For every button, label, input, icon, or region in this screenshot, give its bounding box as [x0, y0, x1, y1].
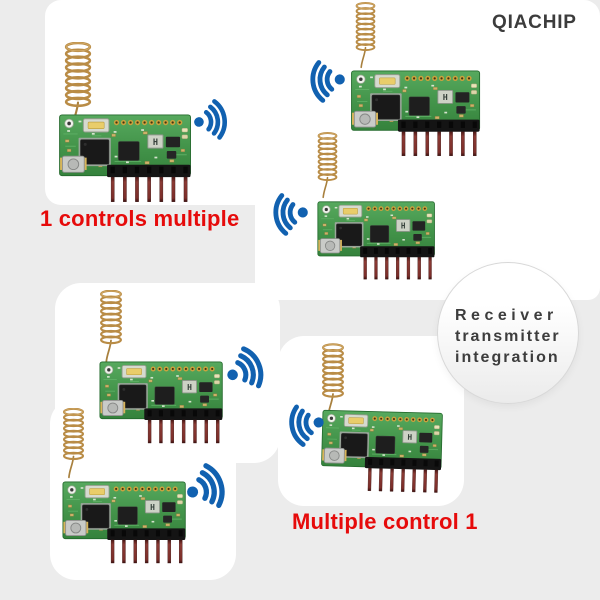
- wifi-signal-icon: [301, 57, 349, 105]
- headline-one-controls-multiple: 1 controls multiple: [40, 206, 240, 231]
- rf-module-board: [62, 481, 186, 564]
- badge-line-2: transmitter: [455, 328, 561, 345]
- headline-multiple-control-one: Multiple control 1: [292, 509, 478, 534]
- rf-module-antenna: [100, 290, 122, 364]
- rf-module-board: [320, 409, 443, 494]
- badge-line-3: integration: [455, 349, 560, 366]
- rf-module-board: [99, 361, 223, 444]
- wifi-signal-icon: [189, 96, 236, 143]
- integration-badge: Receiver transmitter integration: [437, 262, 579, 404]
- rf-module-board: [317, 201, 435, 280]
- rf-module-antenna: [62, 408, 85, 479]
- badge-line-1: Receiver: [455, 307, 558, 324]
- rf-module-board: [59, 114, 191, 203]
- wifi-signal-icon: [279, 400, 330, 451]
- wifi-signal-icon: [264, 190, 312, 238]
- rf-module-antenna: [355, 2, 376, 69]
- brand-logo: QIACHIP: [492, 12, 577, 33]
- rf-module-antenna: [317, 132, 338, 199]
- rf-module-board: [351, 70, 481, 157]
